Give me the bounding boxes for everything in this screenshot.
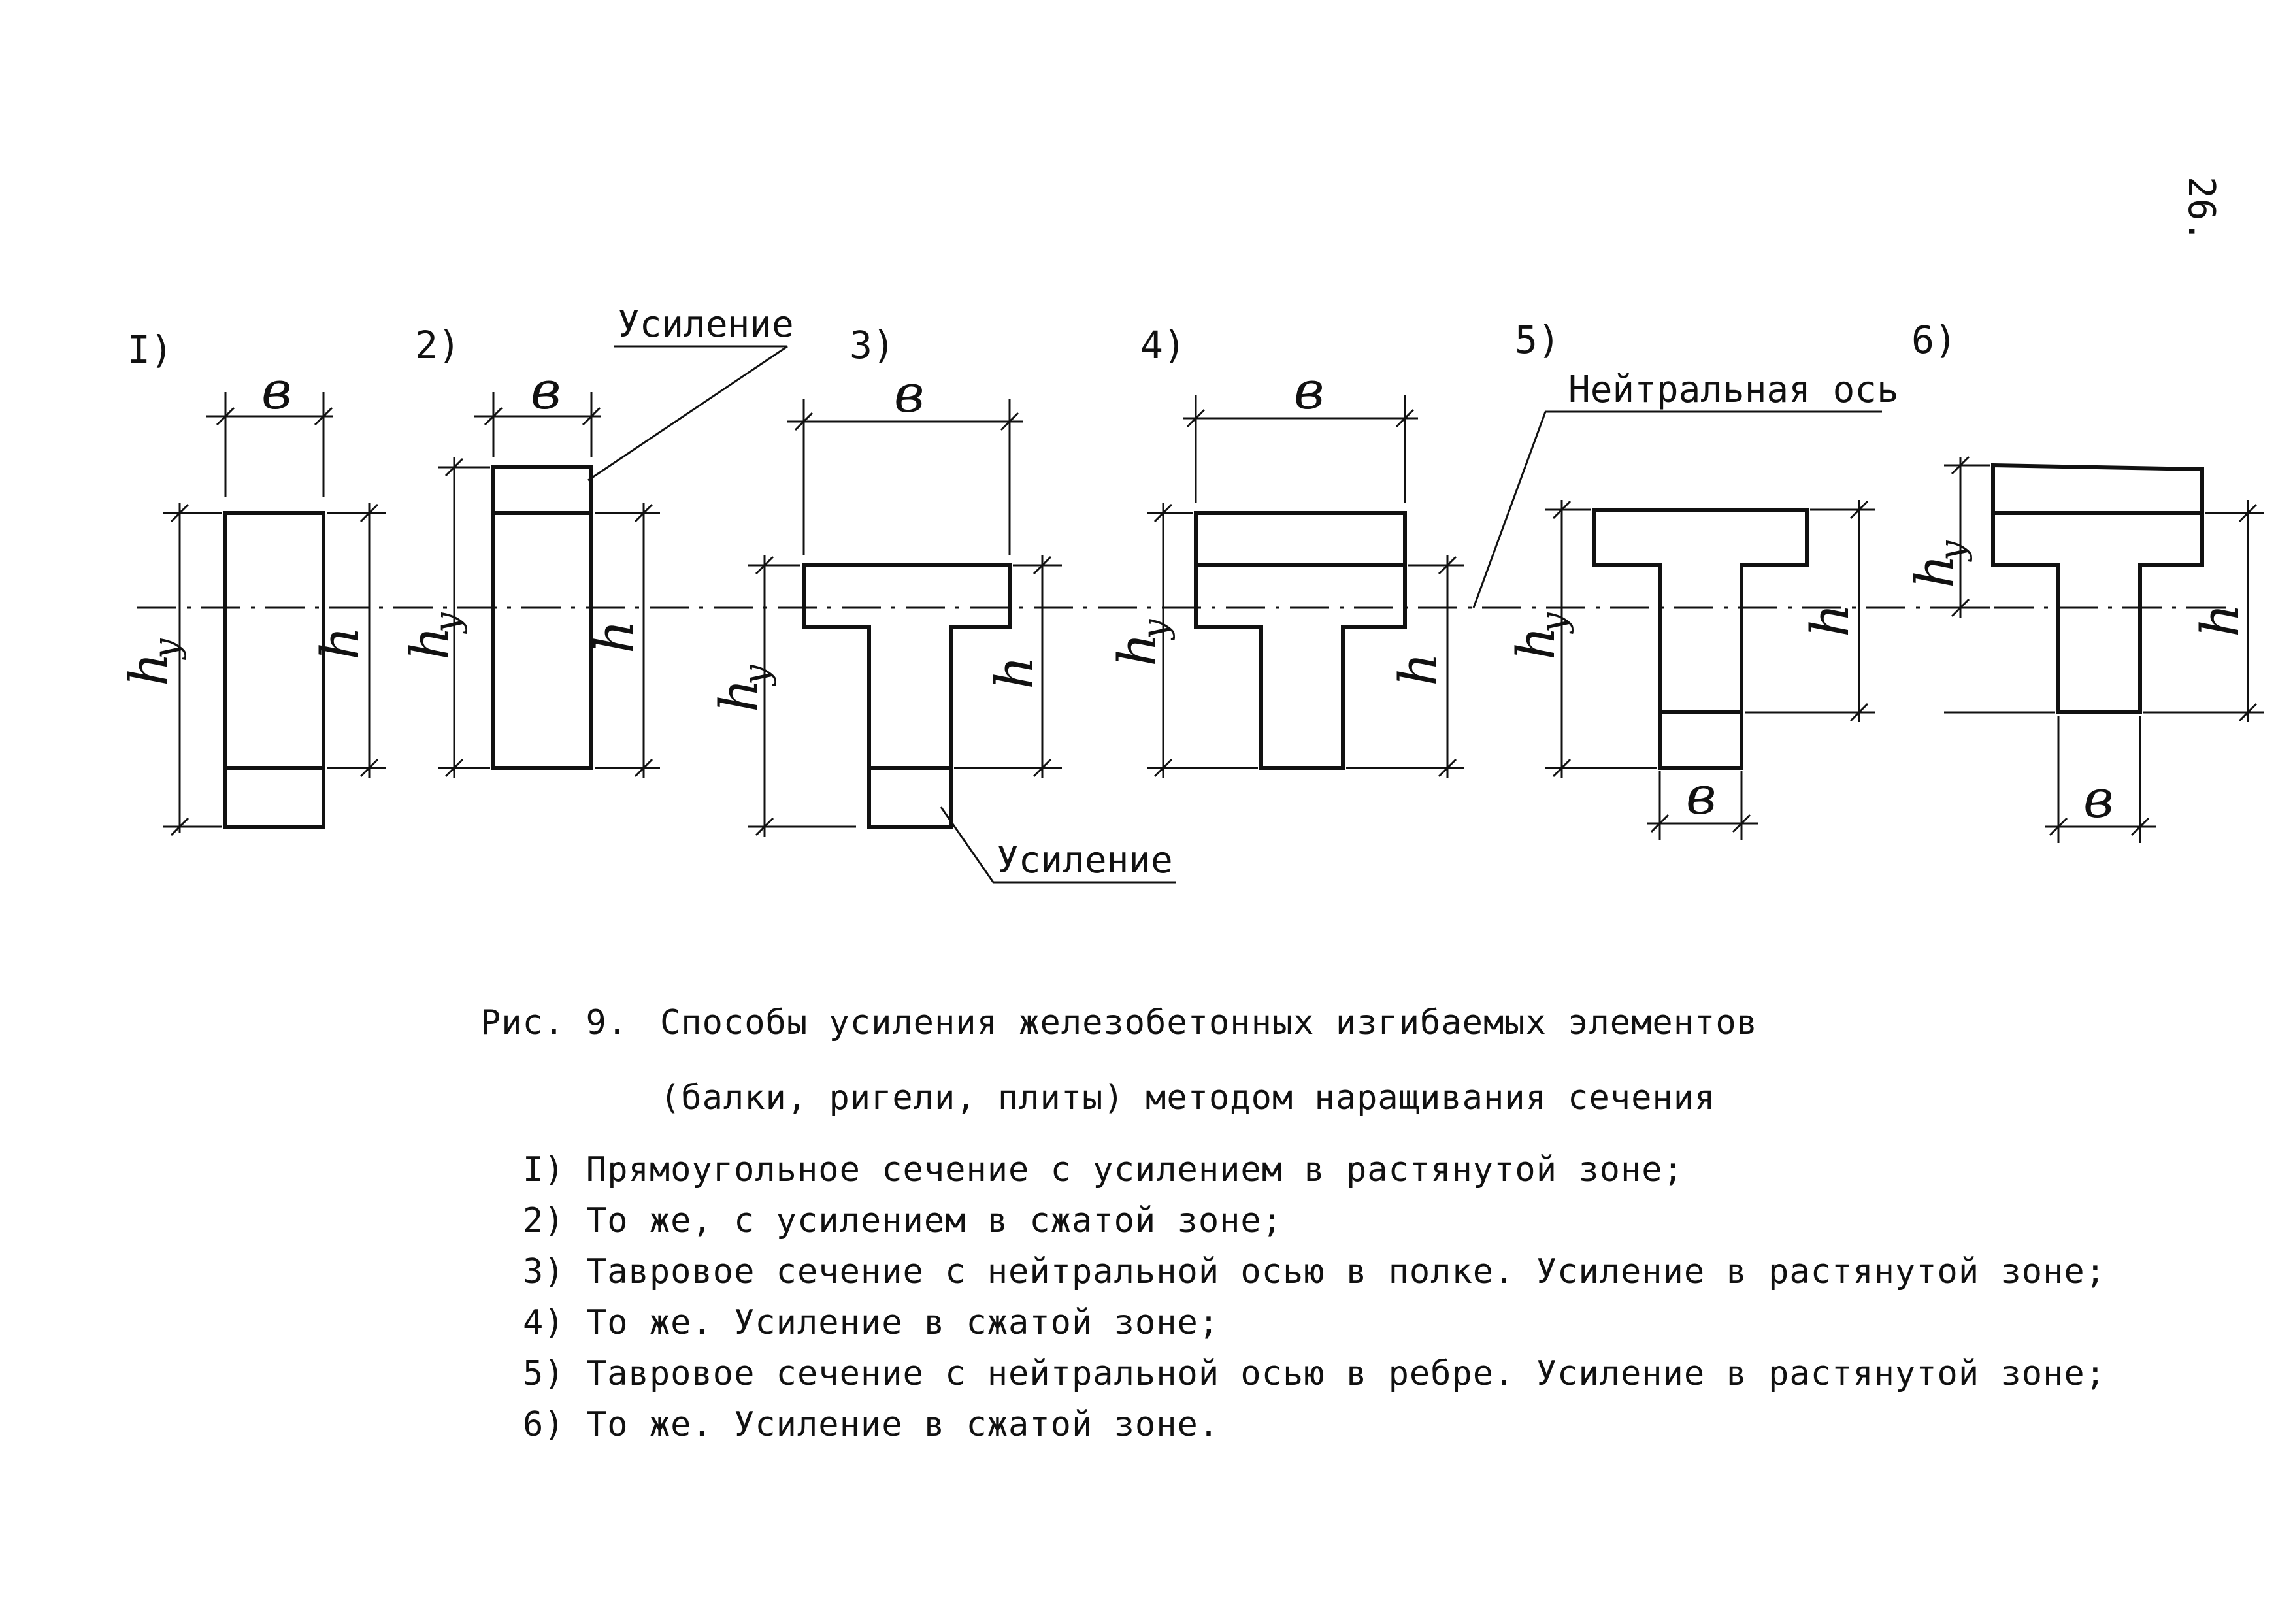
dim-h-label: h: [584, 620, 645, 654]
caption-item-3: 3) Тавровое сечение с нейтральной осью в…: [523, 1252, 2106, 1291]
dim-b-label: в: [1294, 360, 1325, 421]
dim-h-label: h: [310, 626, 371, 660]
dim-h-label: h: [1388, 652, 1449, 686]
dim-b-label: в: [1686, 765, 1717, 826]
dim-h-label: h: [984, 655, 1045, 689]
page-number: 26.: [2180, 176, 2222, 242]
dim-hy-label: h: [1107, 633, 1168, 667]
reinforcement-hatch: [867, 766, 953, 829]
reinforcement-hatch: [1658, 710, 1743, 770]
reinforcement-hatch: [1194, 511, 1407, 567]
dim-b-label: в: [261, 360, 292, 421]
caption-line-1: Способы усиления железобетонных изгибаем…: [660, 1003, 1758, 1042]
section-2: в h y h: [399, 345, 788, 778]
caption-line-2: (балки, ригели, плиты) методом наращиван…: [660, 1078, 1716, 1118]
dim-hy-label: h: [399, 626, 460, 660]
dim-hy-subscript: y: [1533, 612, 1574, 634]
section-4: в h y h: [1107, 360, 1882, 778]
dim-hy-label: h: [118, 652, 179, 686]
dim-b-label: в: [2083, 769, 2114, 829]
section-3: в h y h: [708, 363, 1176, 884]
section-outline: [1592, 508, 1809, 714]
dim-b-label: в: [531, 360, 561, 421]
dim-hy-subscript: y: [146, 638, 187, 660]
dim-hy-subscript: y: [1932, 540, 1973, 562]
dim-h-label: h: [2190, 603, 2251, 637]
dim-b-label: в: [894, 363, 925, 424]
caption-item-4: 4) То же. Усиление в сжатой зоне;: [523, 1303, 1220, 1342]
dim-hy-subscript: y: [736, 664, 777, 686]
section-6: h y h в: [1904, 456, 2264, 843]
reinforcement-hatch: [1991, 463, 2204, 515]
caption-item-6: 6) То же. Усиление в сжатой зоне.: [523, 1405, 1220, 1444]
dim-hy-label: h: [1904, 554, 1965, 588]
section-label-3: 3): [850, 323, 895, 367]
neutral-axis-callout: Нейтральная ось: [1568, 369, 1899, 411]
caption-prefix: Рис. 9.: [480, 1003, 629, 1042]
reinforcement-callout-top: Усиление: [618, 303, 794, 346]
reinforcement-hatch: [491, 465, 593, 515]
caption-item-1: I) Прямоугольное сечение с усилением в р…: [523, 1150, 1684, 1189]
section-outline: [1194, 563, 1407, 770]
section-outline: [802, 563, 1012, 770]
caption-item-2: 2) То же, с усилением в сжатой зоне;: [523, 1201, 1283, 1240]
dim-hy-subscript: y: [427, 612, 468, 634]
section-label-2: 2): [415, 323, 461, 367]
reinforcement-hatch: [223, 766, 325, 829]
section-label-1: I): [127, 327, 173, 372]
dim-hy-label: h: [1506, 626, 1566, 660]
caption-item-5: 5) Тавровое сечение с нейтральной осью в…: [523, 1354, 2106, 1393]
dim-h-label: h: [1800, 603, 1860, 637]
section-outline: [491, 511, 593, 770]
section-label-4: 4): [1140, 323, 1186, 367]
section-label-5: 5): [1515, 318, 1560, 362]
section-outline: [1991, 511, 2204, 714]
section-1: в h y h: [118, 360, 386, 837]
dim-hy-label: h: [708, 678, 769, 712]
reinforcement-callout-bottom: Усиление: [997, 839, 1173, 882]
section-label-6: 6): [1911, 318, 1957, 362]
dim-hy-subscript: y: [1134, 618, 1176, 640]
section-outline: [223, 511, 325, 770]
section-5: h y h в: [1506, 500, 1875, 840]
